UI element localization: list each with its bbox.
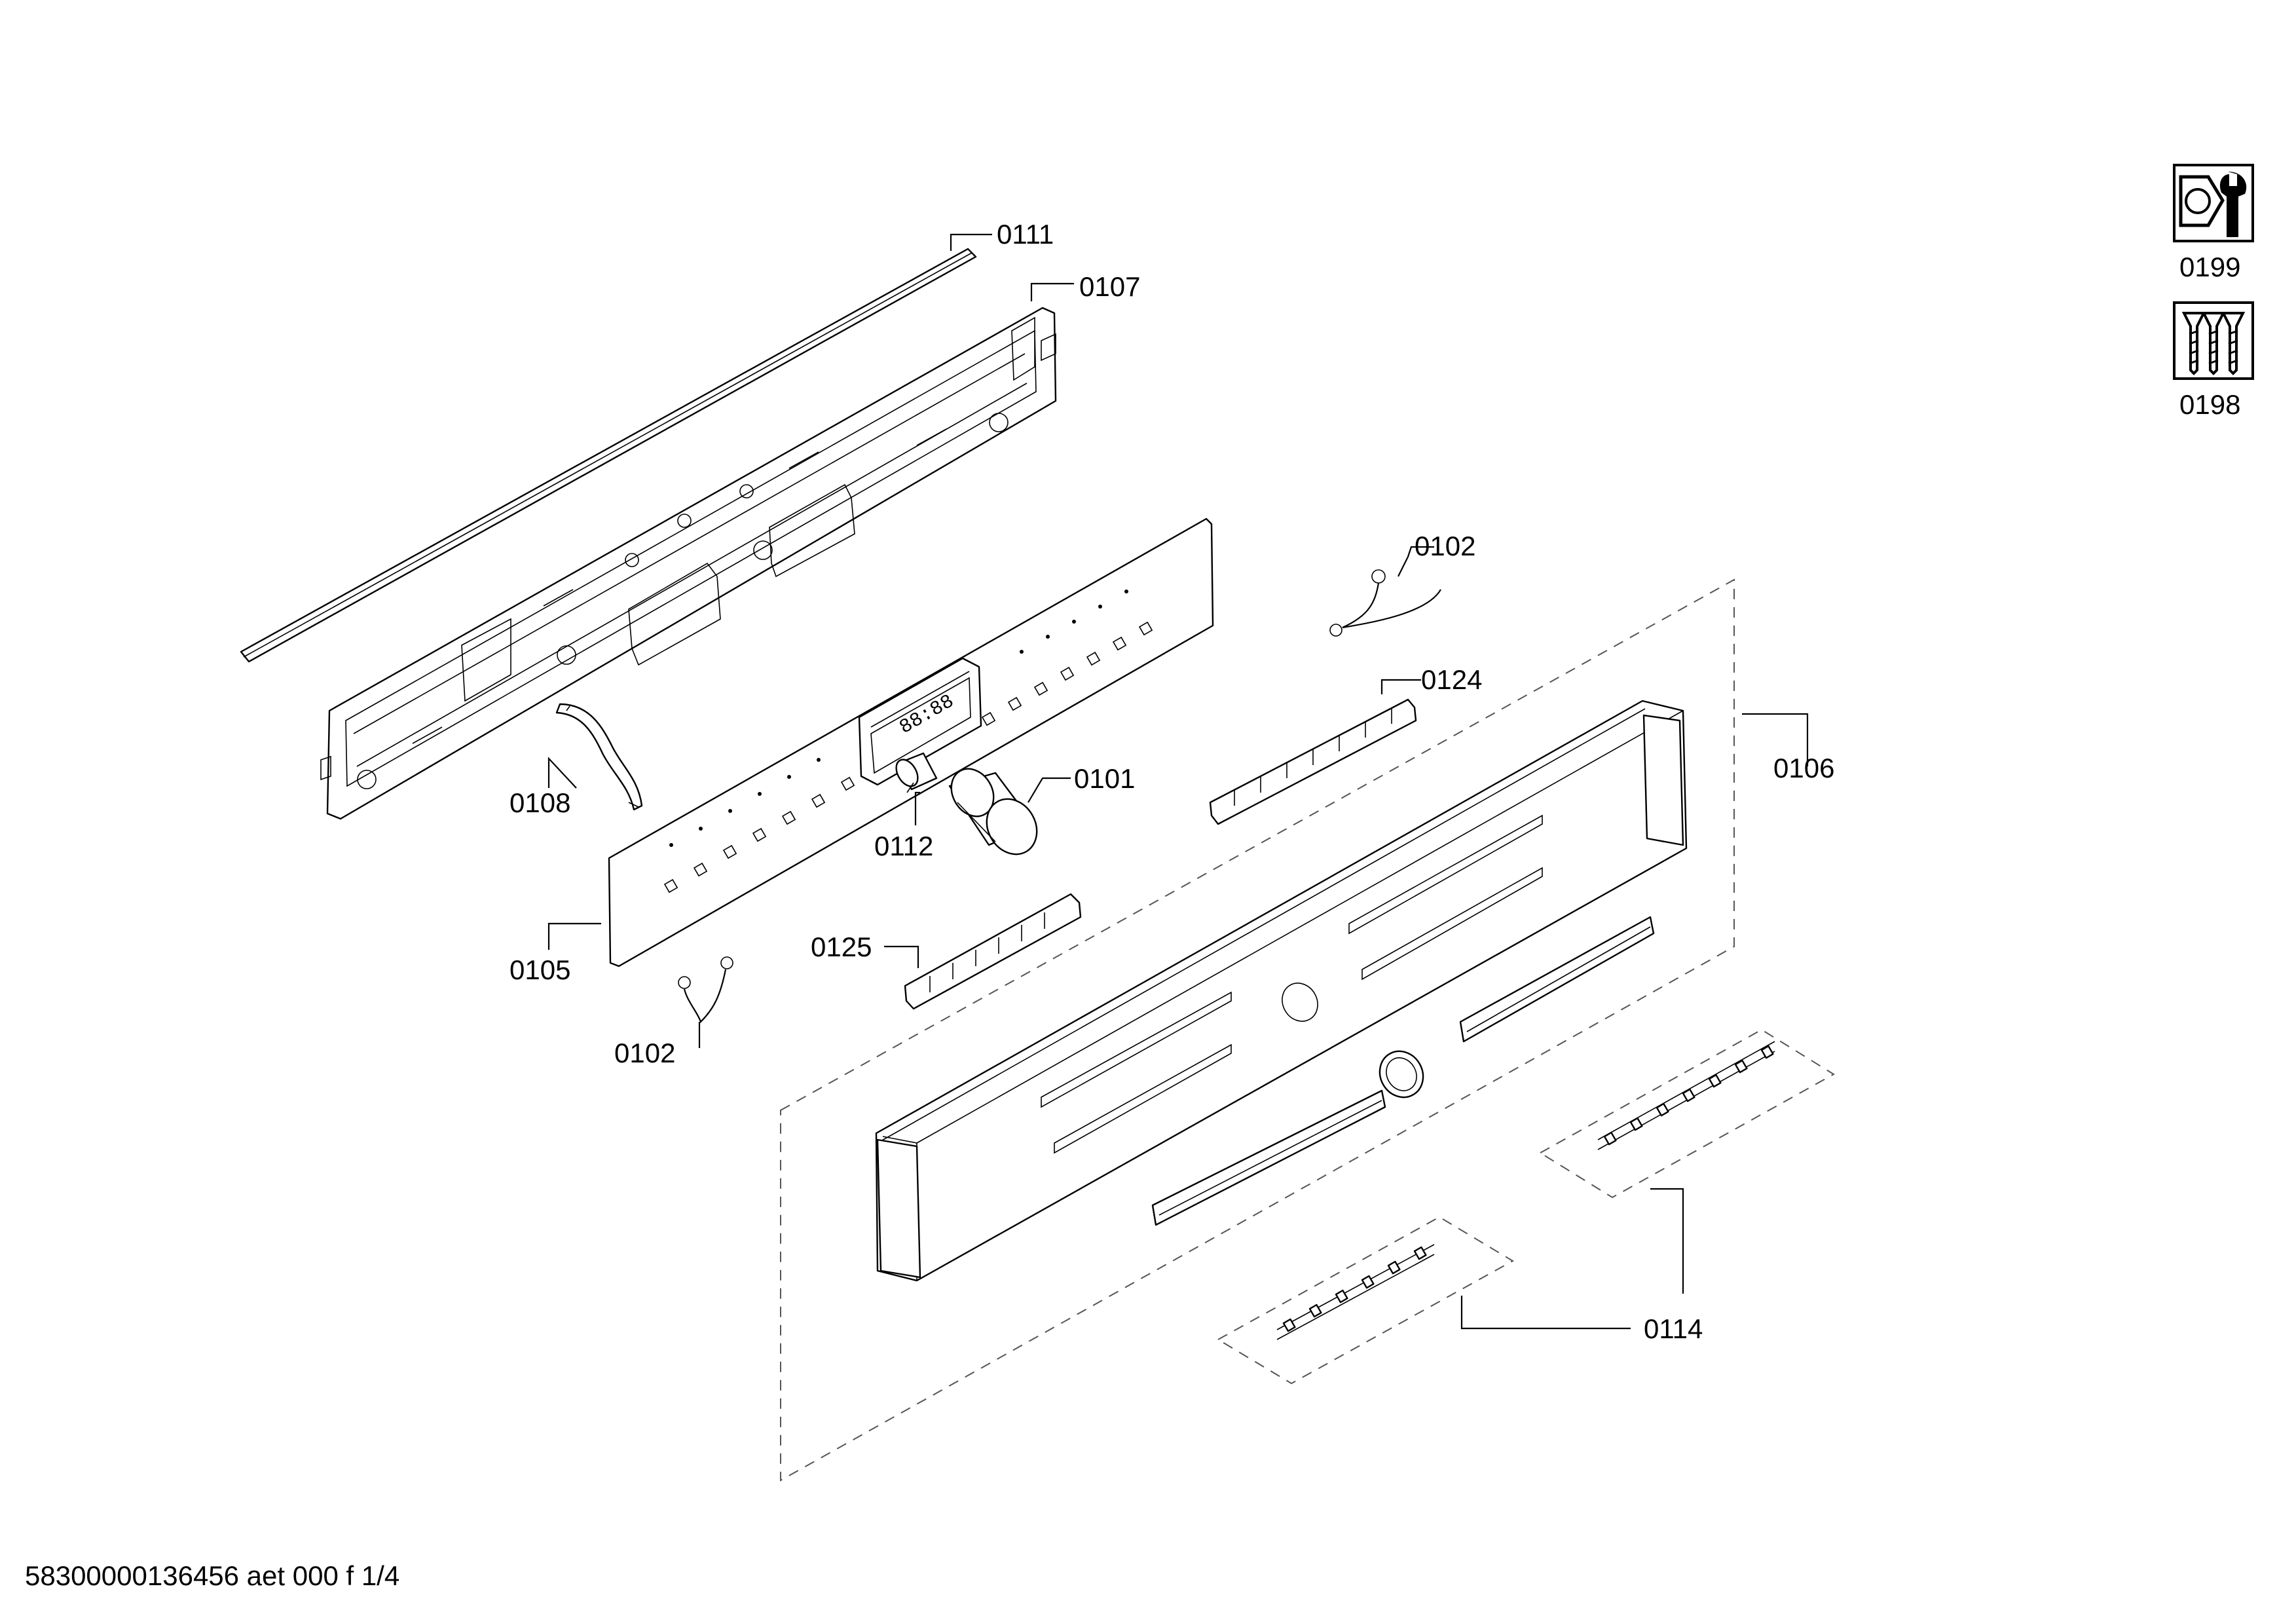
part-0111-trim-strip (240, 233, 992, 663)
label-0107: 0107 (1079, 271, 1140, 302)
part-0108-ribbon-cable (547, 703, 643, 811)
part-0125-key-strip (884, 893, 1082, 1010)
label-0106: 0106 (1773, 753, 1834, 783)
part-0106-front-panel (780, 578, 1809, 1482)
part-0112-encoder (895, 752, 938, 825)
label-0112: 0112 (874, 831, 933, 861)
document-id-footer: 58300000136456 aet 000 f 1/4 (25, 1560, 399, 1591)
label-0124: 0124 (1421, 664, 1482, 695)
label-0102-lower: 0102 (614, 1038, 675, 1068)
part-0114-key-rows (1216, 1028, 1835, 1385)
label-0105: 0105 (509, 954, 570, 985)
label-0125: 0125 (811, 931, 872, 962)
label-0108: 0108 (509, 787, 570, 818)
part-0102-ground-wire-upper (1329, 546, 1441, 637)
label-0198: 0198 (2179, 389, 2240, 420)
part-0102-ground-wire-lower (678, 956, 733, 1048)
screws-icon (2173, 301, 2254, 380)
part-number-labels: 0111 0107 0102 0124 0106 0101 0108 0112 … (509, 219, 1834, 1344)
label-0199: 0199 (2179, 252, 2240, 282)
part-0105-circuit-board: 88:88 (547, 517, 1214, 967)
label-0102-upper: 0102 (1415, 531, 1475, 561)
nut-and-wrench-icon (2173, 164, 2254, 242)
label-0114: 0114 (1644, 1313, 1703, 1344)
part-0124-key-strip (1209, 679, 1421, 825)
label-0101: 0101 (1074, 763, 1135, 794)
part-0101-control-knob (948, 768, 1071, 855)
part-0107-rear-frame (320, 282, 1074, 820)
label-0111: 0111 (997, 219, 1054, 250)
